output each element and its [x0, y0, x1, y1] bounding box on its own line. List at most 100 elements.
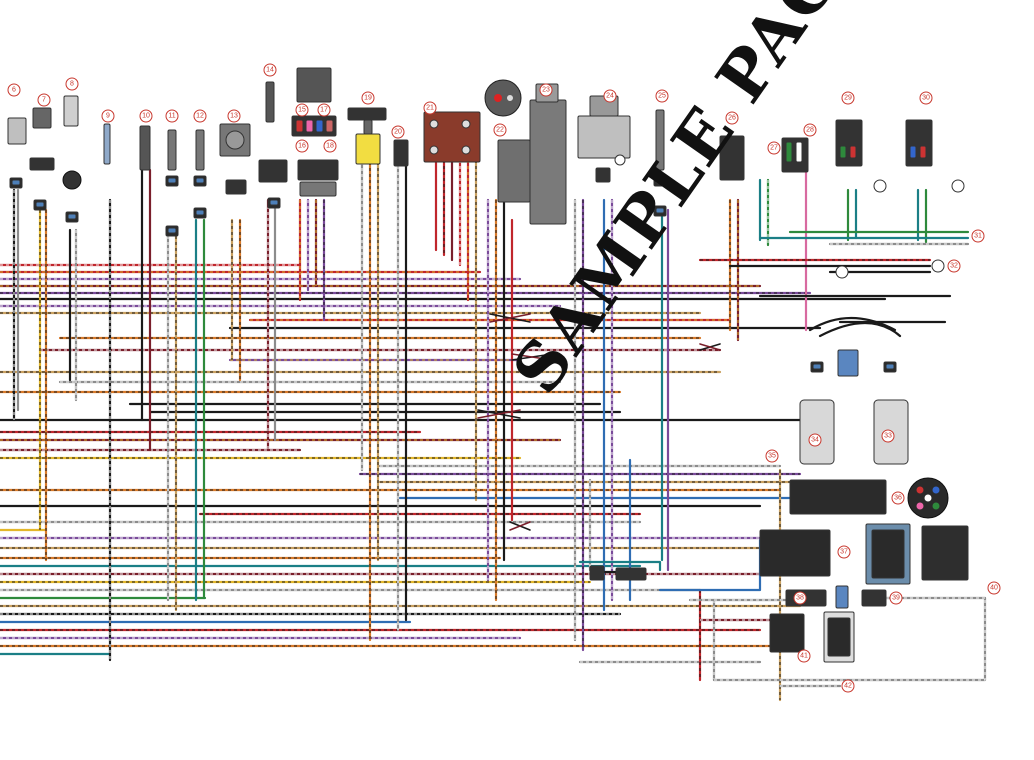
connector-37c [921, 525, 969, 581]
connector-39 [861, 589, 887, 607]
sensor-10 [139, 125, 151, 171]
starter-motor-22 [497, 139, 531, 203]
callout-label: 18 [326, 143, 334, 150]
pin [916, 486, 924, 494]
wire-harness [0, 148, 987, 702]
connector-24 [595, 167, 611, 183]
callout-label: 28 [806, 127, 814, 134]
callout-40: 40 [987, 581, 1001, 595]
callout-label: 30 [922, 95, 930, 102]
relay-30-pin [919, 145, 927, 159]
callout-39: 39 [889, 591, 903, 605]
connector-41b-face [827, 617, 851, 657]
callout-38: 38 [793, 591, 807, 605]
callout-33: 33 [881, 429, 895, 443]
callout-19: 19 [361, 91, 375, 105]
callout-36: 36 [891, 491, 905, 505]
callout-16: 16 [295, 139, 309, 153]
fuse [295, 119, 304, 133]
relay-30-pin [909, 145, 917, 159]
plug-14-seal [269, 199, 279, 206]
connector-14 [258, 159, 288, 183]
relay-29 [835, 119, 863, 167]
plug-12b-seal [195, 209, 205, 216]
callout-label: 8 [70, 81, 74, 88]
callout-15: 15 [295, 103, 309, 117]
callout-26: 26 [725, 111, 739, 125]
wire [511, 353, 553, 361]
callout-25: 25 [655, 89, 669, 103]
fuse [315, 119, 324, 133]
callout-7: 7 [37, 93, 51, 107]
wire [808, 316, 897, 332]
plug-11b-seal [167, 227, 177, 234]
callout-21: 21 [423, 101, 437, 115]
callout-label: 35 [768, 453, 776, 460]
callout-10: 10 [139, 109, 153, 123]
callout-label: 41 [800, 653, 808, 660]
callout-label: 15 [298, 107, 306, 114]
circuit-breaker-19-stem [363, 119, 373, 135]
plug-8-seal [67, 213, 77, 220]
callout-35: 35 [765, 449, 779, 463]
sensor-6 [7, 117, 27, 145]
plug-33-seal [885, 363, 895, 370]
circuit-breaker-19-cap [347, 107, 387, 121]
callout-42: 42 [841, 679, 855, 693]
module-35 [789, 479, 887, 515]
gauge-22-red-post [494, 94, 502, 102]
sensor-7 [32, 107, 52, 129]
fuse [325, 119, 334, 133]
callout-23: 23 [539, 83, 553, 97]
callout-31: 31 [971, 229, 985, 243]
inline-connector [615, 567, 647, 581]
pin [924, 494, 932, 502]
component-20 [393, 139, 409, 167]
callout-label: 16 [298, 143, 306, 150]
terminal [429, 145, 439, 155]
callout-label: 11 [168, 113, 175, 120]
wire-stripe [714, 598, 986, 681]
components [7, 67, 969, 663]
alternator-24 [577, 115, 631, 159]
callout-label: 25 [658, 93, 666, 100]
callout-41: 41 [797, 649, 811, 663]
callout-6: 6 [7, 83, 21, 97]
callout-label: 37 [840, 549, 848, 556]
connector-38-39-link [835, 585, 849, 609]
relay-26 [719, 135, 745, 181]
callout-27: 27 [767, 141, 781, 155]
connector-37b-face [871, 529, 905, 579]
wire [489, 313, 531, 323]
sensor-14 [265, 81, 275, 123]
callout-label: 26 [728, 115, 736, 122]
plug-12-seal [195, 177, 205, 184]
callout-29: 29 [841, 91, 855, 105]
terminal [429, 119, 439, 129]
callout-30: 30 [919, 91, 933, 105]
connector-coil [837, 349, 859, 377]
relay-29-pin [839, 145, 847, 159]
solenoid-21 [423, 111, 481, 163]
callout-22: 22 [493, 123, 507, 137]
terminal [461, 145, 471, 155]
ground-ring [835, 265, 849, 279]
callout-label: 21 [426, 105, 434, 112]
callout-label: 20 [394, 129, 402, 136]
spark-plug-9 [103, 123, 111, 165]
callout-label: 36 [894, 495, 902, 502]
callout-label: 27 [770, 145, 778, 152]
coil-34 [799, 399, 835, 465]
callout-13: 13 [227, 109, 241, 123]
callout-label: 33 [884, 433, 892, 440]
callout-label: 12 [196, 113, 204, 120]
wire [509, 521, 531, 531]
callout-18: 18 [323, 139, 337, 153]
callout-label: 29 [844, 95, 852, 102]
pin [916, 502, 924, 510]
callout-24: 24 [603, 89, 617, 103]
callout-9: 9 [101, 109, 115, 123]
callout-label: 9 [106, 113, 110, 120]
callout-14: 14 [263, 63, 277, 77]
